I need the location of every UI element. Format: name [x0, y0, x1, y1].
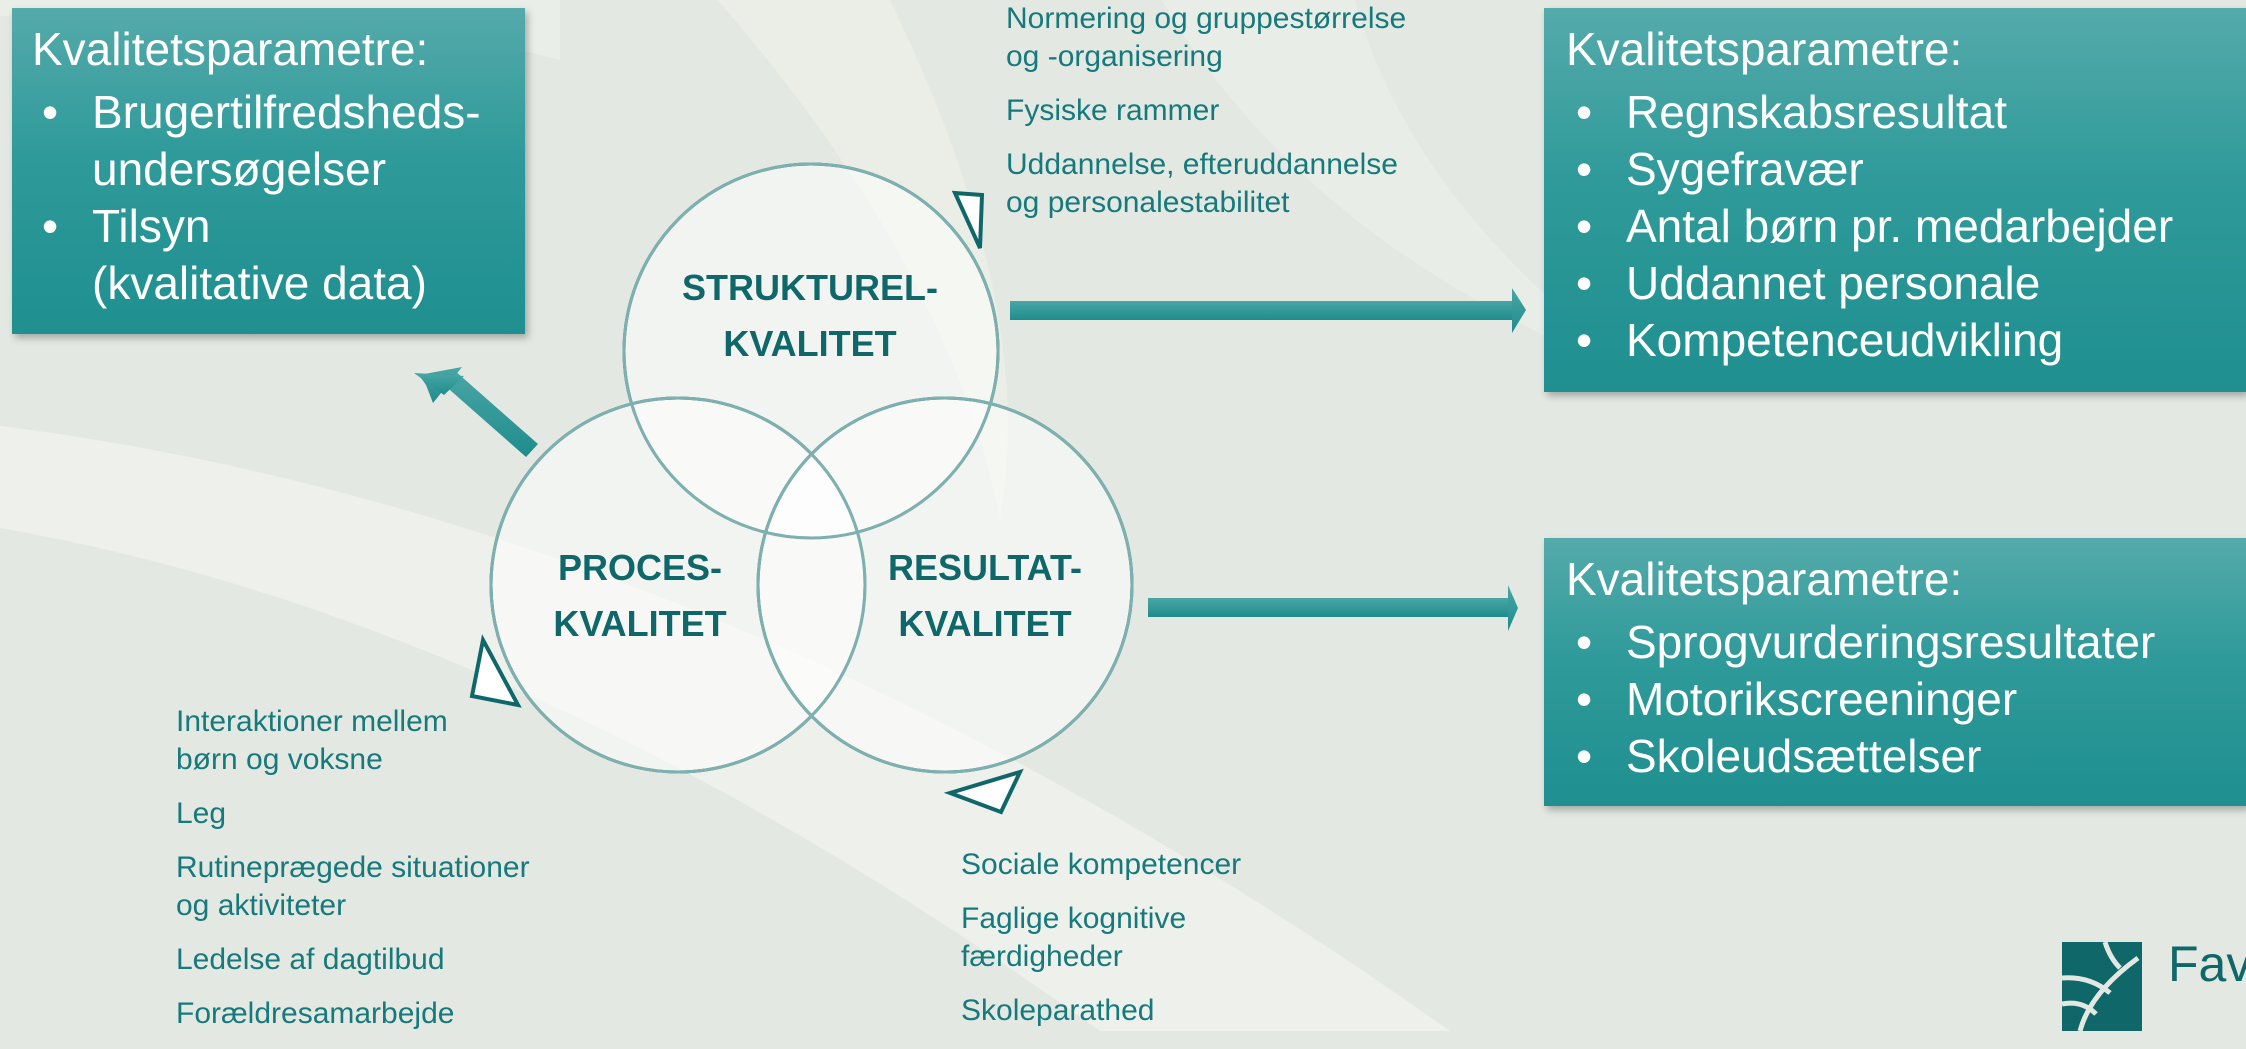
annotation-line: Normering og gruppestørrelse — [1006, 2, 1407, 35]
process-quality-parameters-box: Kvalitetsparametre: Brugertilfredsheds- … — [12, 8, 525, 334]
box-title: Kvalitetsparametre: — [1566, 23, 1963, 75]
annotation-line: Forældresamarbejde — [176, 997, 455, 1030]
strukturel-annotations: Normering og gruppestørrelse og -organis… — [1006, 0, 1526, 238]
parameter-item: Kompetenceudvikling — [1566, 312, 2226, 369]
strukturel-kvalitet-label: STRUKTUREL- KVALITET — [640, 260, 980, 372]
parameter-list: Sprogvurderingsresultater Motorikscreeni… — [1566, 614, 2226, 785]
proces-label-line1: PROCES- — [557, 547, 723, 588]
annotation-line: Skoleparathed — [961, 994, 1155, 1027]
cycle-triangle-top-icon — [951, 190, 985, 249]
annotation-item: Ledelse af dagtilbud — [176, 941, 636, 979]
annotation-item: Uddannelse, efteruddannelse og personale… — [1006, 146, 1526, 222]
annotation-line: Leg — [176, 797, 227, 830]
parameter-item: Uddannet personale — [1566, 255, 2226, 312]
parameter-item: Tilsyn (kvalitative data) — [32, 198, 505, 312]
resultat-label-line1: RESULTAT- — [888, 547, 1082, 588]
structural-quality-parameters-box: Kvalitetsparametre: Regnskabsresultat Sy… — [1544, 8, 2246, 392]
parameter-item: Sprogvurderingsresultater — [1566, 614, 2226, 671]
annotation-line: Uddannelse, efteruddannelse — [1006, 148, 1398, 181]
proces-label-line2: KVALITET — [553, 603, 727, 644]
tree-logo-icon — [2061, 941, 2142, 1031]
box-title: Kvalitetsparametre: — [32, 23, 429, 75]
parameter-item: Antal børn pr. medarbejder — [1566, 198, 2226, 255]
arrow-to-bottom-right — [1148, 585, 1518, 631]
parameter-list: Regnskabsresultat Sygefravær Antal børn … — [1566, 84, 2226, 369]
strukturel-label-line2: KVALITET — [723, 323, 897, 364]
annotation-item: Faglige kognitive færdigheder — [961, 900, 1361, 976]
annotation-line: Ledelse af dagtilbud — [176, 943, 445, 976]
annotation-line: Sociale kompetencer — [961, 848, 1242, 881]
annotation-line: Rutineprægede situationer — [176, 851, 530, 884]
proces-annotations: Interaktioner mellem børn og voksne Leg … — [176, 703, 636, 1049]
annotation-line: Interaktioner mellem — [176, 705, 448, 738]
annotation-line: færdigheder — [961, 940, 1123, 973]
annotation-line: børn og voksne — [176, 743, 383, 776]
arrow-to-left — [414, 367, 538, 457]
parameter-list: Brugertilfredsheds- undersøgelser Tilsyn… — [32, 84, 505, 312]
proces-overlap-outline — [489, 396, 867, 774]
annotation-item: Normering og gruppestørrelse og -organis… — [1006, 0, 1526, 76]
cycle-triangle-left-icon — [469, 634, 522, 708]
parameter-item: Brugertilfredsheds- undersøgelser — [32, 84, 505, 198]
parameter-line: (kvalitative data) — [92, 257, 427, 309]
annotation-item: Skoleparathed — [961, 992, 1361, 1030]
background-curve — [1161, 0, 1650, 380]
annotation-line: Fysiske rammer — [1006, 94, 1220, 127]
annotation-line: Faglige kognitive — [961, 902, 1187, 935]
strukturel-overlap-outline — [622, 162, 1000, 540]
resultat-overlap-outline — [756, 396, 1134, 774]
parameter-line: Brugertilfredsheds- — [92, 86, 481, 138]
annotation-line: og -organisering — [1006, 40, 1223, 73]
parameter-item: Regnskabsresultat — [1566, 84, 2226, 141]
resultat-kvalitet-label: RESULTAT- KVALITET — [830, 540, 1140, 652]
annotation-item: Fysiske rammer — [1006, 92, 1526, 130]
annotation-line: og aktiviteter — [176, 889, 347, 922]
annotation-item: Forældresamarbejde — [176, 995, 636, 1033]
favrskov-logo: Favr — [2050, 938, 2246, 1031]
cycle-triangle-bottom-icon — [943, 768, 1024, 815]
annotation-line: og personalestabilitet — [1006, 186, 1290, 219]
parameter-item: Motorikscreeninger — [1566, 671, 2226, 728]
logo-wordmark: Favr — [2168, 938, 2246, 992]
annotation-item: Sociale kompetencer — [961, 846, 1361, 884]
parameter-line: undersøgelser — [92, 143, 387, 195]
arrow-to-top-right — [1010, 288, 1526, 333]
parameter-line: Tilsyn — [92, 200, 211, 252]
resultat-label-line2: KVALITET — [898, 603, 1072, 644]
resultat-annotations: Sociale kompetencer Faglige kognitive fæ… — [961, 846, 1361, 1046]
annotation-item: Interaktioner mellem børn og voksne — [176, 703, 636, 779]
background-curve — [717, 0, 1008, 520]
box-title: Kvalitetsparametre: — [1566, 553, 1963, 605]
parameter-item: Skoleudsættelser — [1566, 728, 2226, 785]
parameter-item: Sygefravær — [1566, 141, 2226, 198]
annotation-item: Leg — [176, 795, 636, 833]
annotation-item: Rutineprægede situationer og aktiviteter — [176, 849, 636, 925]
result-quality-parameters-box: Kvalitetsparametre: Sprogvurderingsresul… — [1544, 538, 2246, 806]
proces-kvalitet-label: PROCES- KVALITET — [485, 540, 795, 652]
strukturel-label-line1: STRUKTUREL- — [682, 267, 938, 308]
